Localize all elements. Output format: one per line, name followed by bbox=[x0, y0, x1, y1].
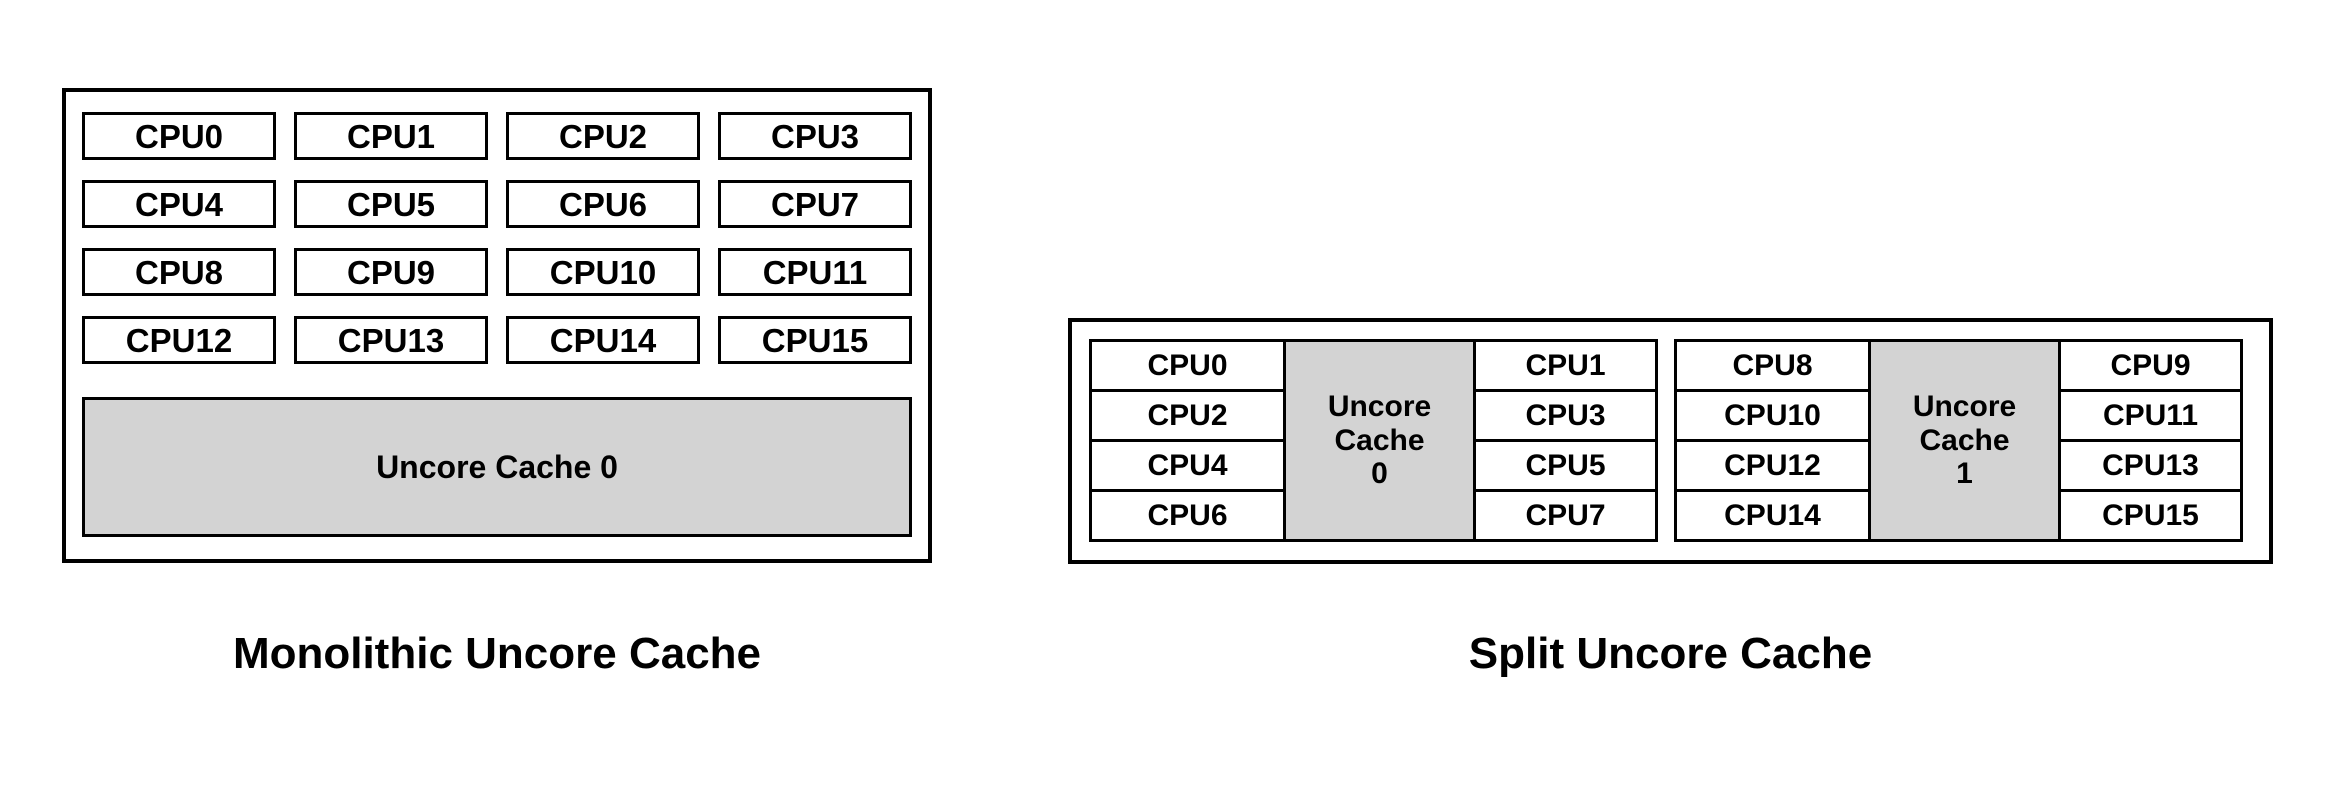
cpu-cell: CPU6 bbox=[1089, 489, 1286, 542]
monolithic-caption: Monolithic Uncore Cache bbox=[232, 629, 762, 678]
cluster1-even-cpu-column: CPU8 CPU10 CPU12 CPU14 bbox=[1674, 339, 1871, 542]
cpu-box: CPU12 bbox=[82, 316, 276, 364]
cpu-cell: CPU4 bbox=[1089, 439, 1286, 492]
cpu-cell: CPU3 bbox=[1473, 389, 1658, 442]
cpu-cell: CPU5 bbox=[1473, 439, 1658, 492]
cpu-cell: CPU13 bbox=[2058, 439, 2243, 492]
cpu-cell: CPU0 bbox=[1089, 339, 1286, 392]
split-uncore-cache-0: Uncore Cache 0 bbox=[1283, 339, 1476, 542]
cpu-box: CPU9 bbox=[294, 248, 488, 296]
cluster0-odd-cpu-column: CPU1 CPU3 CPU5 CPU7 bbox=[1473, 339, 1658, 542]
cpu-box: CPU5 bbox=[294, 180, 488, 228]
cpu-box: CPU11 bbox=[718, 248, 912, 296]
cluster1-odd-cpu-column: CPU9 CPU11 CPU13 CPU15 bbox=[2058, 339, 2243, 542]
split-cluster-1: CPU8 CPU10 CPU12 CPU14 Uncore Cache 1 CP… bbox=[1674, 339, 2243, 542]
cpu-box: CPU2 bbox=[506, 112, 700, 160]
split-clusters: CPU0 CPU2 CPU4 CPU6 Uncore Cache 0 CPU1 … bbox=[1089, 339, 2243, 542]
cpu-box: CPU13 bbox=[294, 316, 488, 364]
cpu-cell: CPU7 bbox=[1473, 489, 1658, 542]
cpu-cell: CPU9 bbox=[2058, 339, 2243, 392]
cpu-box: CPU7 bbox=[718, 180, 912, 228]
monolithic-cpu-grid: CPU0 CPU1 CPU2 CPU3 CPU4 CPU5 CPU6 CPU7 … bbox=[82, 112, 912, 364]
cpu-cell: CPU1 bbox=[1473, 339, 1658, 392]
split-diagram: CPU0 CPU2 CPU4 CPU6 Uncore Cache 0 CPU1 … bbox=[1068, 318, 2273, 564]
cpu-cell: CPU15 bbox=[2058, 489, 2243, 542]
cpu-box: CPU14 bbox=[506, 316, 700, 364]
cpu-box: CPU0 bbox=[82, 112, 276, 160]
cpu-box: CPU3 bbox=[718, 112, 912, 160]
cpu-box: CPU4 bbox=[82, 180, 276, 228]
cpu-cell: CPU10 bbox=[1674, 389, 1871, 442]
cpu-box: CPU6 bbox=[506, 180, 700, 228]
cpu-cell: CPU12 bbox=[1674, 439, 1871, 492]
cpu-box: CPU1 bbox=[294, 112, 488, 160]
cpu-cell: CPU11 bbox=[2058, 389, 2243, 442]
split-cluster-0: CPU0 CPU2 CPU4 CPU6 Uncore Cache 0 CPU1 … bbox=[1089, 339, 1658, 542]
split-uncore-cache-1: Uncore Cache 1 bbox=[1868, 339, 2061, 542]
cpu-cell: CPU2 bbox=[1089, 389, 1286, 442]
monolithic-diagram: CPU0 CPU1 CPU2 CPU3 CPU4 CPU5 CPU6 CPU7 … bbox=[62, 88, 932, 563]
cluster0-even-cpu-column: CPU0 CPU2 CPU4 CPU6 bbox=[1089, 339, 1286, 542]
split-caption: Split Uncore Cache bbox=[1468, 629, 1873, 678]
cpu-cell: CPU14 bbox=[1674, 489, 1871, 542]
cpu-box: CPU10 bbox=[506, 248, 700, 296]
cpu-box: CPU8 bbox=[82, 248, 276, 296]
monolithic-uncore-cache: Uncore Cache 0 bbox=[82, 397, 912, 537]
cpu-box: CPU15 bbox=[718, 316, 912, 364]
cpu-cell: CPU8 bbox=[1674, 339, 1871, 392]
